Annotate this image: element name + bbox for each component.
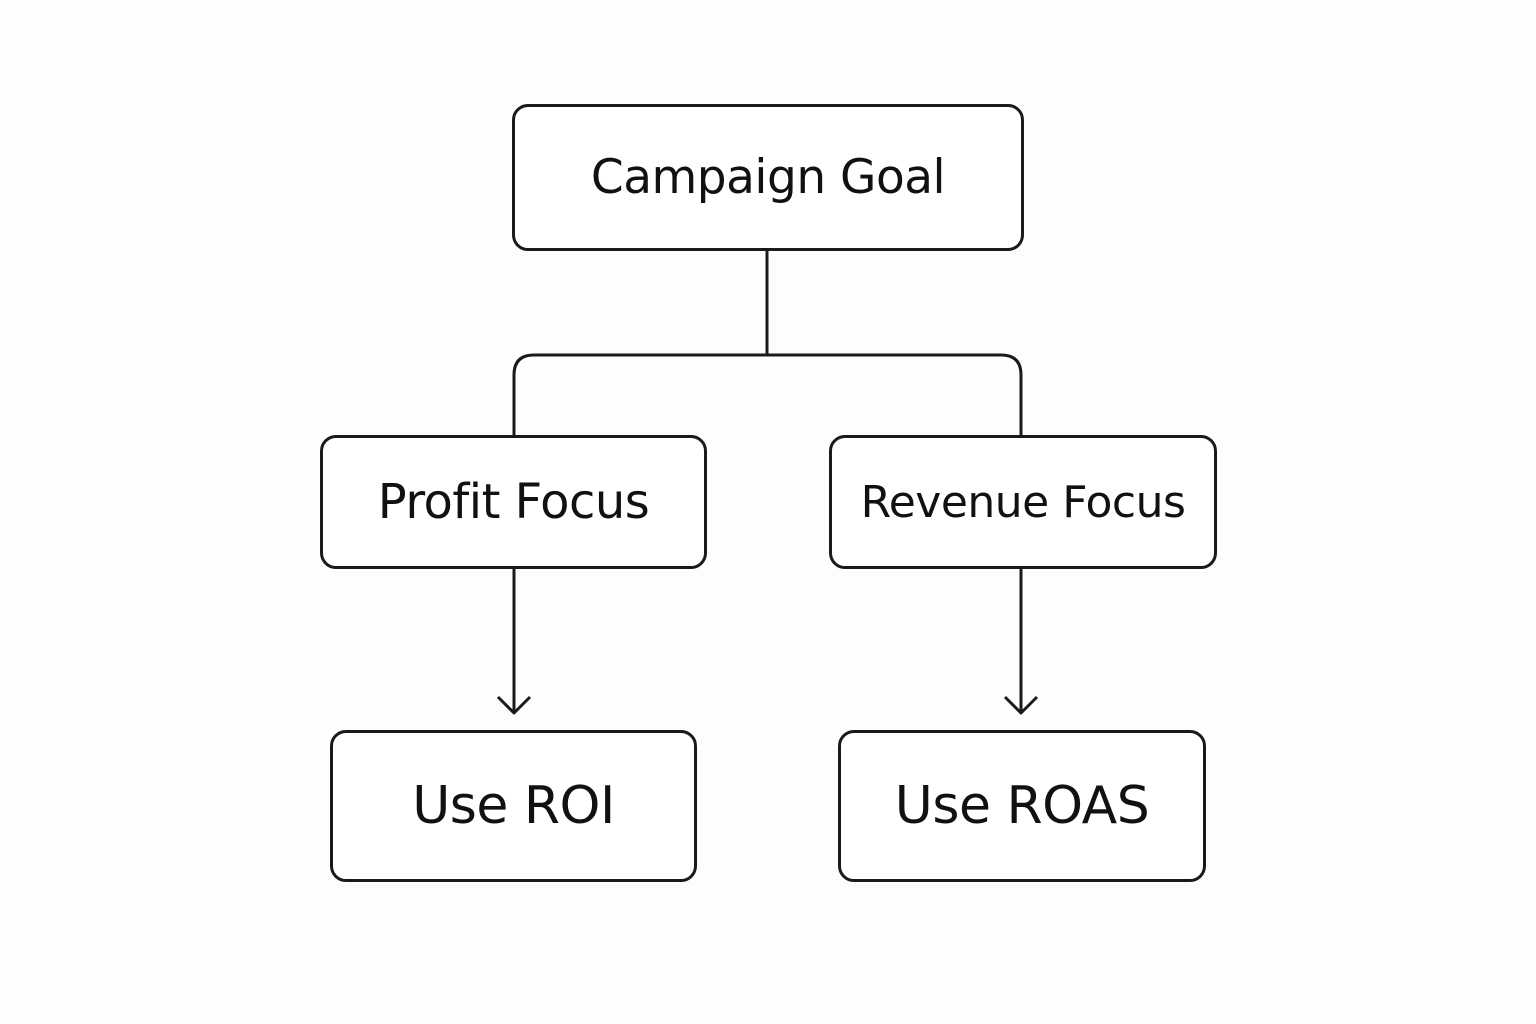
connector-split-bar <box>512 353 1023 435</box>
node-use-roas: Use ROAS <box>838 730 1206 882</box>
arrowhead-down-icon <box>1003 695 1039 715</box>
node-use-roi: Use ROI <box>330 730 697 882</box>
node-label: Campaign Goal <box>590 150 946 205</box>
node-label: Use ROAS <box>894 776 1150 836</box>
node-revenue-focus: Revenue Focus <box>829 435 1217 569</box>
node-label: Use ROI <box>412 776 615 836</box>
node-campaign-goal: Campaign Goal <box>512 104 1024 251</box>
node-label: Profit Focus <box>377 474 650 530</box>
node-label: Revenue Focus <box>860 476 1186 528</box>
node-profit-focus: Profit Focus <box>320 435 707 569</box>
arrowhead-down-icon <box>496 695 532 715</box>
